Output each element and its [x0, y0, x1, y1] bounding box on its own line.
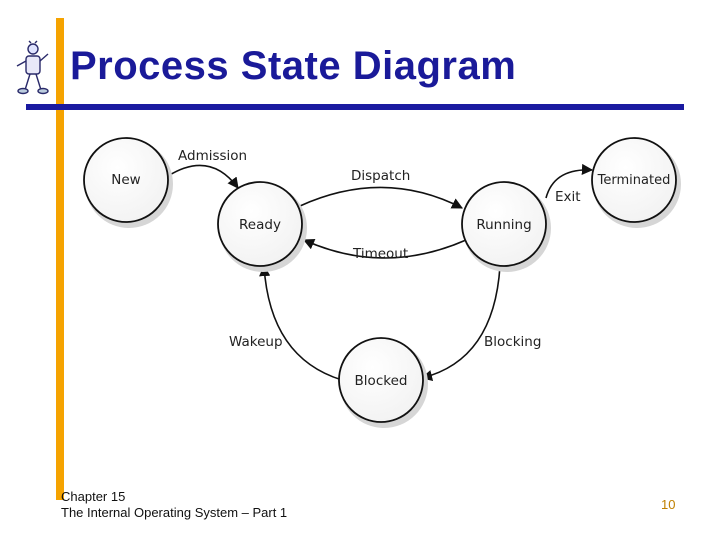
state-new: New	[83, 137, 173, 228]
edge-blocking	[420, 265, 501, 381]
edge-wakeup	[259, 264, 343, 381]
state-label-ready: Ready	[239, 217, 281, 233]
edge-dispatch	[299, 186, 463, 209]
transition-label-exit: Exit	[555, 189, 581, 205]
edge-exit	[545, 163, 594, 199]
state-blocked: Blocked	[338, 337, 428, 428]
title-underline-bar	[26, 104, 684, 110]
state-label-terminated: Terminated	[597, 173, 671, 188]
state-label-new: New	[111, 172, 140, 188]
footer-chapter: Chapter 15	[61, 489, 126, 504]
accent-vertical-bar	[56, 18, 64, 500]
slide-title: Process State Diagram	[70, 44, 517, 88]
transition-label-timeout: Timeout	[352, 246, 408, 262]
state-label-blocked: Blocked	[355, 373, 408, 389]
state-ready: Ready	[217, 181, 307, 272]
cartoon-character-icon	[16, 40, 49, 95]
state-terminated: Terminated	[591, 137, 681, 228]
transition-label-admission: Admission	[178, 148, 247, 164]
transition-label-blocking: Blocking	[484, 334, 541, 350]
transition-label-wakeup: Wakeup	[229, 334, 283, 350]
footer-subtitle: The Internal Operating System – Part 1	[61, 505, 288, 520]
page-number: 10	[661, 497, 676, 512]
edge-admission	[167, 164, 239, 189]
process-state-diagram: New Ready Running Terminated Blocked Adm…	[83, 137, 681, 428]
slide-footer: Chapter 15 The Internal Operating System…	[61, 489, 287, 521]
state-running: Running	[461, 181, 551, 272]
state-label-running: Running	[476, 217, 531, 233]
transition-label-dispatch: Dispatch	[351, 168, 410, 184]
edge-timeout	[302, 239, 467, 259]
